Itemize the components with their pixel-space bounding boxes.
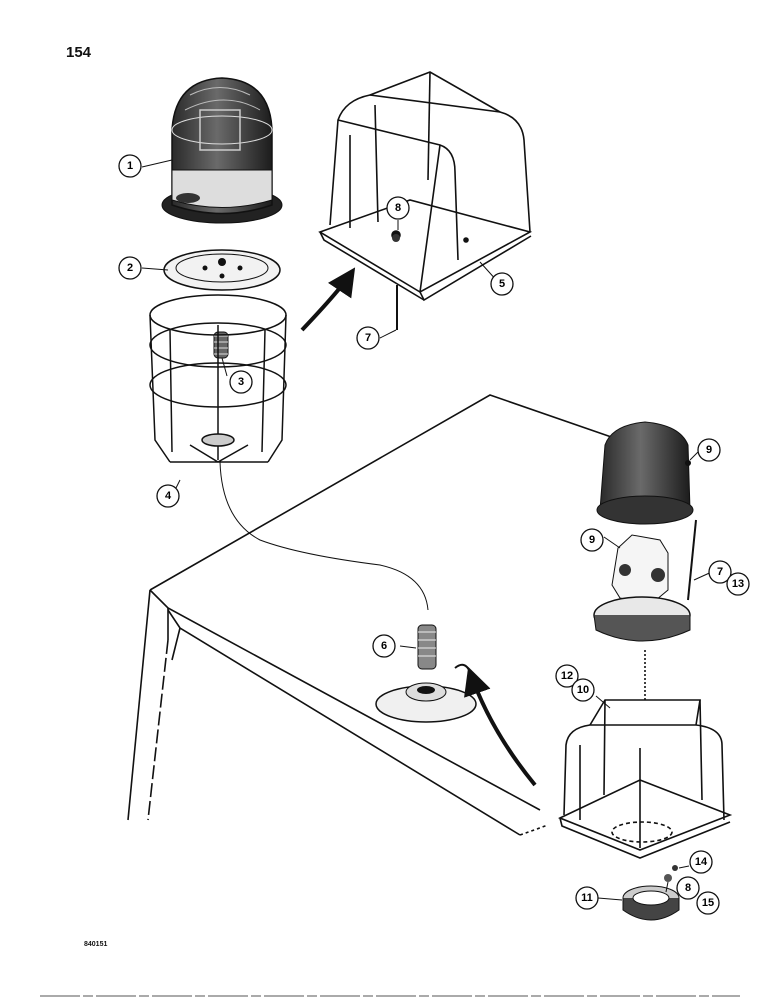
wire-guard [149,294,287,463]
cage-lower [558,650,733,859]
ring-11 [622,885,680,921]
callout-11-label: 11 [581,892,593,904]
washer-14 [672,865,678,871]
connector-stud [375,624,477,723]
callout-12: 12 [555,664,579,688]
drawing-code: 840151 [84,941,108,948]
callout-12-label: 12 [561,670,573,682]
callout-13-label: 13 [732,578,744,590]
callout-14: 14 [689,850,713,874]
callout-8-lower: 8 [676,876,700,900]
callout-9-lower: 9 [580,528,604,552]
callout-13: 13 [726,572,750,596]
cage-upper [318,71,533,302]
page-number: 154 [66,44,92,61]
callout-6: 6 [372,634,396,658]
callout-7-upper: 7 [356,326,380,350]
callout-14-label: 14 [695,856,708,868]
callout-8-upper: 8 [386,196,410,220]
callout-3-label: 3 [238,376,244,388]
callout-4: 4 [156,484,180,508]
mounting-plate [163,249,281,291]
callout-1: 1 [118,154,142,178]
callout-2-label: 2 [127,262,133,274]
callout-5: 5 [490,272,514,296]
callout-15: 15 [696,891,720,915]
beacon-lower [593,421,697,642]
callout-4-label: 4 [165,490,172,502]
callout-6-label: 6 [381,640,387,652]
callout-3: 3 [229,370,253,394]
callout-5-label: 5 [499,278,505,290]
cab-roof-outline [127,394,621,836]
callout-7-lower: 7 [708,560,732,584]
callout-9-upper: 9 [697,438,721,462]
leader-lines [141,159,717,901]
callout-8-upper-label: 8 [395,202,401,214]
beacon-light-assembly [161,77,283,224]
callout-15-label: 15 [702,897,714,909]
callout-8-lower-label: 8 [685,882,691,894]
nut-8-lower [664,874,672,882]
spring [213,331,229,359]
callout-9-lower-label: 9 [589,534,595,546]
callout-10-label: 10 [577,684,589,696]
callout-7-lower-label: 7 [717,566,723,578]
callout-10: 10 [571,678,595,702]
callout-9-upper-label: 9 [706,444,712,456]
callout-2: 2 [118,256,142,280]
arrow-lower [464,666,537,787]
arrow-upper [300,267,356,332]
wire-lead [219,461,429,611]
nut-8 [392,234,400,242]
callout-7-upper-label: 7 [365,332,371,344]
callout-1-label: 1 [127,160,133,172]
callout-11: 11 [575,886,599,910]
